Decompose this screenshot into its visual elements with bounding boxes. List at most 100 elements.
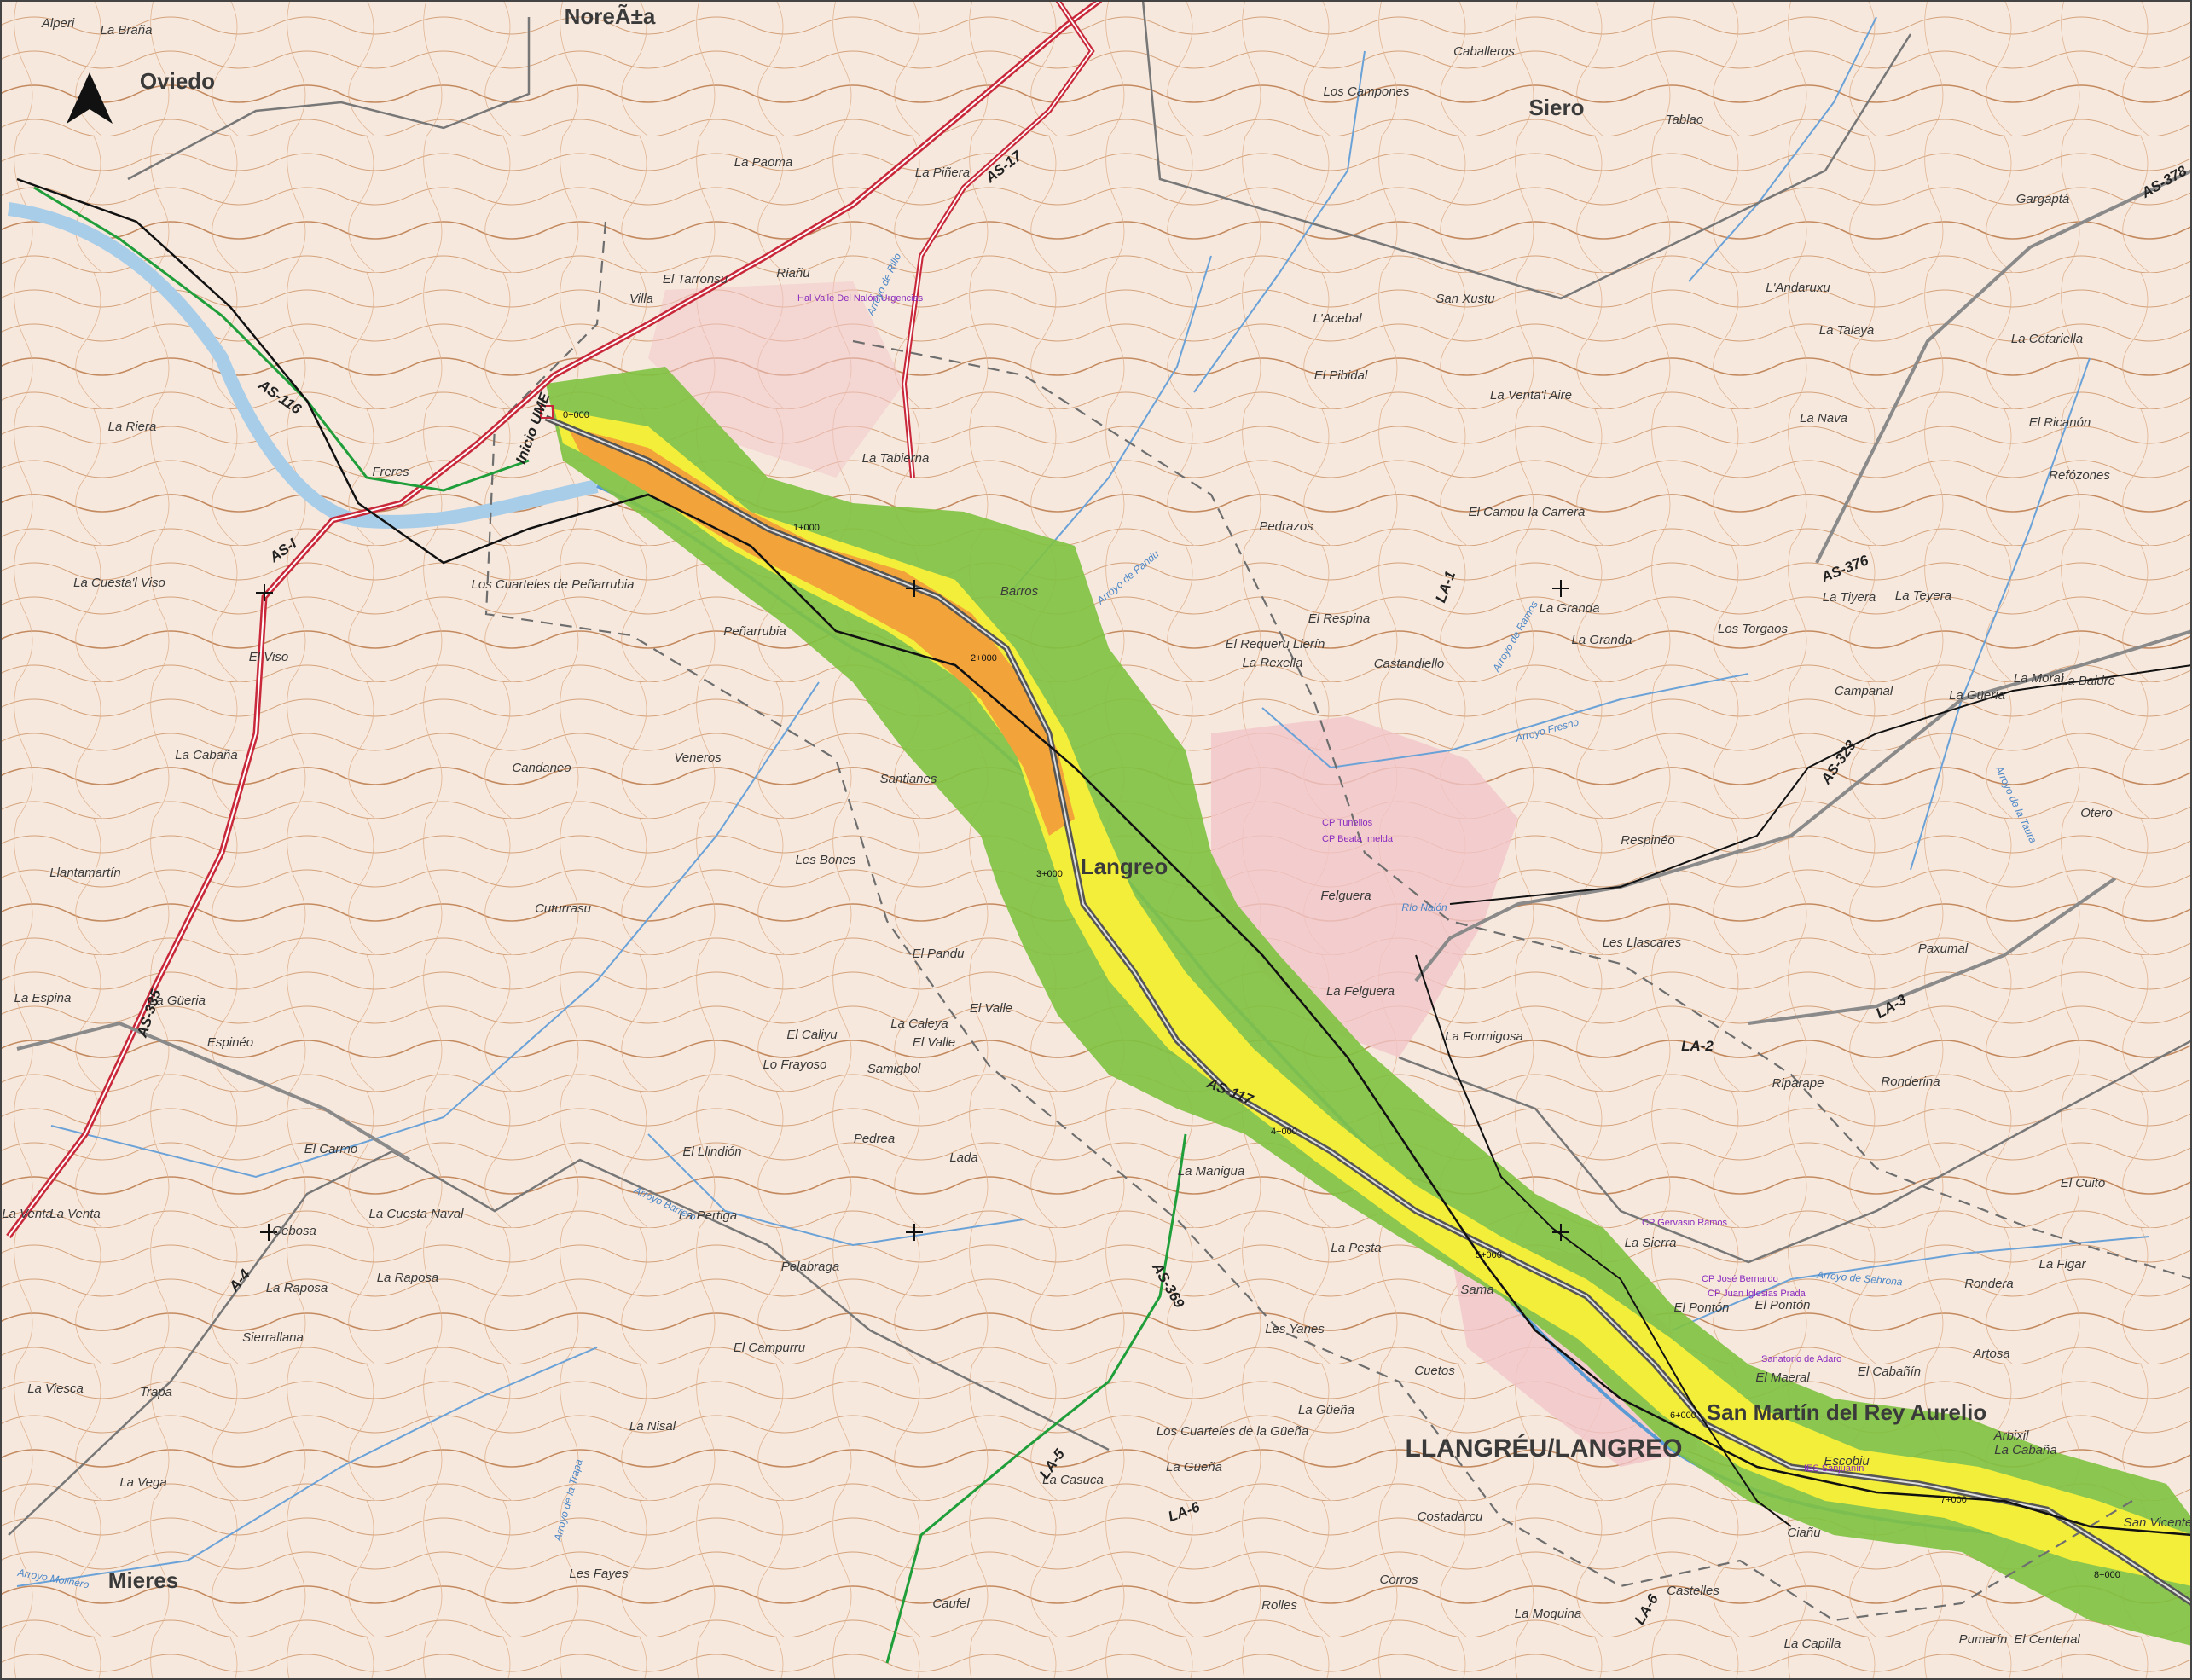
place-label: La Raposa — [266, 1281, 328, 1295]
place-label: El Caliyu — [786, 1028, 838, 1042]
stream-3 — [50, 681, 820, 1179]
place-label: Arbixil — [1993, 1428, 2030, 1443]
municipal-boundary-4 — [1398, 1039, 2192, 1264]
place-label: La Cabaña — [1994, 1443, 2056, 1457]
place-label: Artosa — [1972, 1347, 2009, 1361]
place-label: El Requeru Llerín — [1226, 637, 1325, 652]
place-label: Alperi — [41, 16, 75, 31]
place-label: El Campu la Carrera — [1469, 505, 1586, 519]
road-as-117-inner — [545, 417, 2192, 1604]
place-label: Rolles — [1261, 1598, 1297, 1613]
place-label: Les Llascares — [1603, 936, 1682, 950]
urban-area-north — [648, 281, 904, 478]
place-label: La Nava — [1800, 411, 1847, 426]
place-label: La Riera — [108, 420, 157, 434]
place-label: Pedrazos — [1259, 519, 1313, 534]
place-label: Samigbol — [867, 1062, 921, 1076]
place-label: Pelabraga — [781, 1260, 839, 1274]
place-label: Felguera — [1320, 889, 1371, 903]
place-label: La Moquina — [1515, 1607, 1581, 1621]
place-label: Riañu — [776, 266, 810, 281]
place-label: El Centenal — [2014, 1632, 2080, 1647]
place-label: El Tarronsu — [663, 272, 728, 287]
poi-label: CP Juan Iglesias Prada — [1708, 1289, 1806, 1299]
place-label: La Formigosa — [1445, 1029, 1523, 1044]
place-label: El Pontón — [1754, 1298, 1810, 1312]
place-label: L'Andaruxu — [1766, 281, 1830, 295]
place-label: El Pandu — [913, 947, 966, 961]
stream-4 — [647, 1133, 1024, 1247]
place-label: La Güeria — [1949, 688, 2005, 703]
place-label: La Rexella — [1243, 656, 1303, 670]
place-label: La Sierra — [1625, 1236, 1677, 1250]
stream-2 — [1261, 673, 1749, 769]
municipal-boundary-3 — [8, 1150, 1110, 1536]
place-label: El Ricanón — [2029, 415, 2091, 430]
place-label: Corros — [1379, 1573, 1418, 1587]
poi-label: CP Tunellos — [1322, 818, 1373, 828]
place-label: Pedrea — [854, 1132, 895, 1146]
place-label: La Güeña — [1298, 1403, 1354, 1417]
km-marker-label: 7+000 — [1940, 1495, 1967, 1505]
place-label: El Carmo — [304, 1142, 358, 1156]
place-label: La Caleya — [890, 1017, 948, 1031]
place-label: Santianes — [880, 772, 937, 786]
km-marker-label: 0+000 — [563, 410, 589, 420]
place-label: Ciañu — [1787, 1526, 1821, 1540]
grid-crosshairs — [256, 580, 1569, 1241]
municipality-label: Langreo — [1081, 854, 1168, 879]
municipality-label: NoreÃ±a — [565, 3, 656, 29]
municipal-boundary-2 — [1141, 0, 1912, 300]
stream-5 — [1671, 1236, 2150, 1331]
place-label: Paxumal — [1918, 941, 1969, 956]
km-marker-label: 4+000 — [1271, 1127, 1297, 1137]
stream-9 — [1193, 50, 1366, 393]
poi-label: Sanatorio de Adaro — [1761, 1354, 1841, 1364]
place-label: La Espina — [14, 991, 72, 1005]
place-label: El Cuito — [2061, 1176, 2106, 1190]
highway-as-17-inner — [903, 0, 1093, 478]
place-label: Villa — [629, 292, 653, 306]
place-label: Caballeros — [1453, 44, 1515, 59]
place-label: Riparape — [1772, 1076, 1824, 1091]
place-label: Caufel — [932, 1596, 970, 1611]
place-label: San Vicente — [2124, 1515, 2192, 1530]
place-label: Los Torgaos — [1718, 622, 1789, 636]
municipality-title-llangreu: LLANGRÉU/LANGREO — [1406, 1434, 1683, 1463]
place-label: La Venta — [2, 1207, 53, 1221]
place-label: La Moral — [2014, 671, 2064, 686]
place-label: L'Acebal — [1313, 311, 1362, 326]
place-label: La Viesca — [27, 1382, 84, 1396]
place-label: Llantamartín — [49, 866, 120, 880]
place-label: El Pontón — [1673, 1301, 1729, 1315]
place-label: La Nisal — [629, 1419, 676, 1434]
municipality-label: Mieres — [108, 1567, 178, 1593]
place-label: Barros — [1000, 584, 1039, 599]
place-label: Respinéo — [1621, 833, 1674, 848]
north-arrow-icon — [67, 72, 113, 124]
place-label: La Granda — [1572, 633, 1632, 647]
noise-zone-orange — [567, 426, 1075, 836]
noise-zone-green — [546, 367, 2192, 1646]
place-label: El Campurru — [734, 1341, 806, 1355]
place-label: Espinéo — [207, 1035, 253, 1050]
place-label: El Valle — [970, 1001, 1012, 1016]
place-label: San Xustu — [1435, 292, 1495, 306]
poi-label: Hal Valle Del Nalón Urgencias — [797, 293, 924, 304]
km-marker-label: 3+000 — [1036, 869, 1063, 879]
place-label: El Valle — [913, 1035, 955, 1050]
place-label: La Güeria — [149, 994, 206, 1008]
study-area-outline — [484, 221, 2192, 1622]
highway-as-i-inner — [8, 0, 1101, 1237]
stream-7 — [1688, 16, 1877, 282]
municipal-boundary-1 — [127, 17, 531, 181]
place-label: La Baldre — [2061, 674, 2115, 688]
poi-label: CP Gervasio Ramos — [1642, 1218, 1728, 1228]
place-label: Sama — [1460, 1283, 1493, 1297]
place-label: Tablao — [1666, 113, 1704, 127]
municipality-label: Siero — [1528, 95, 1584, 120]
